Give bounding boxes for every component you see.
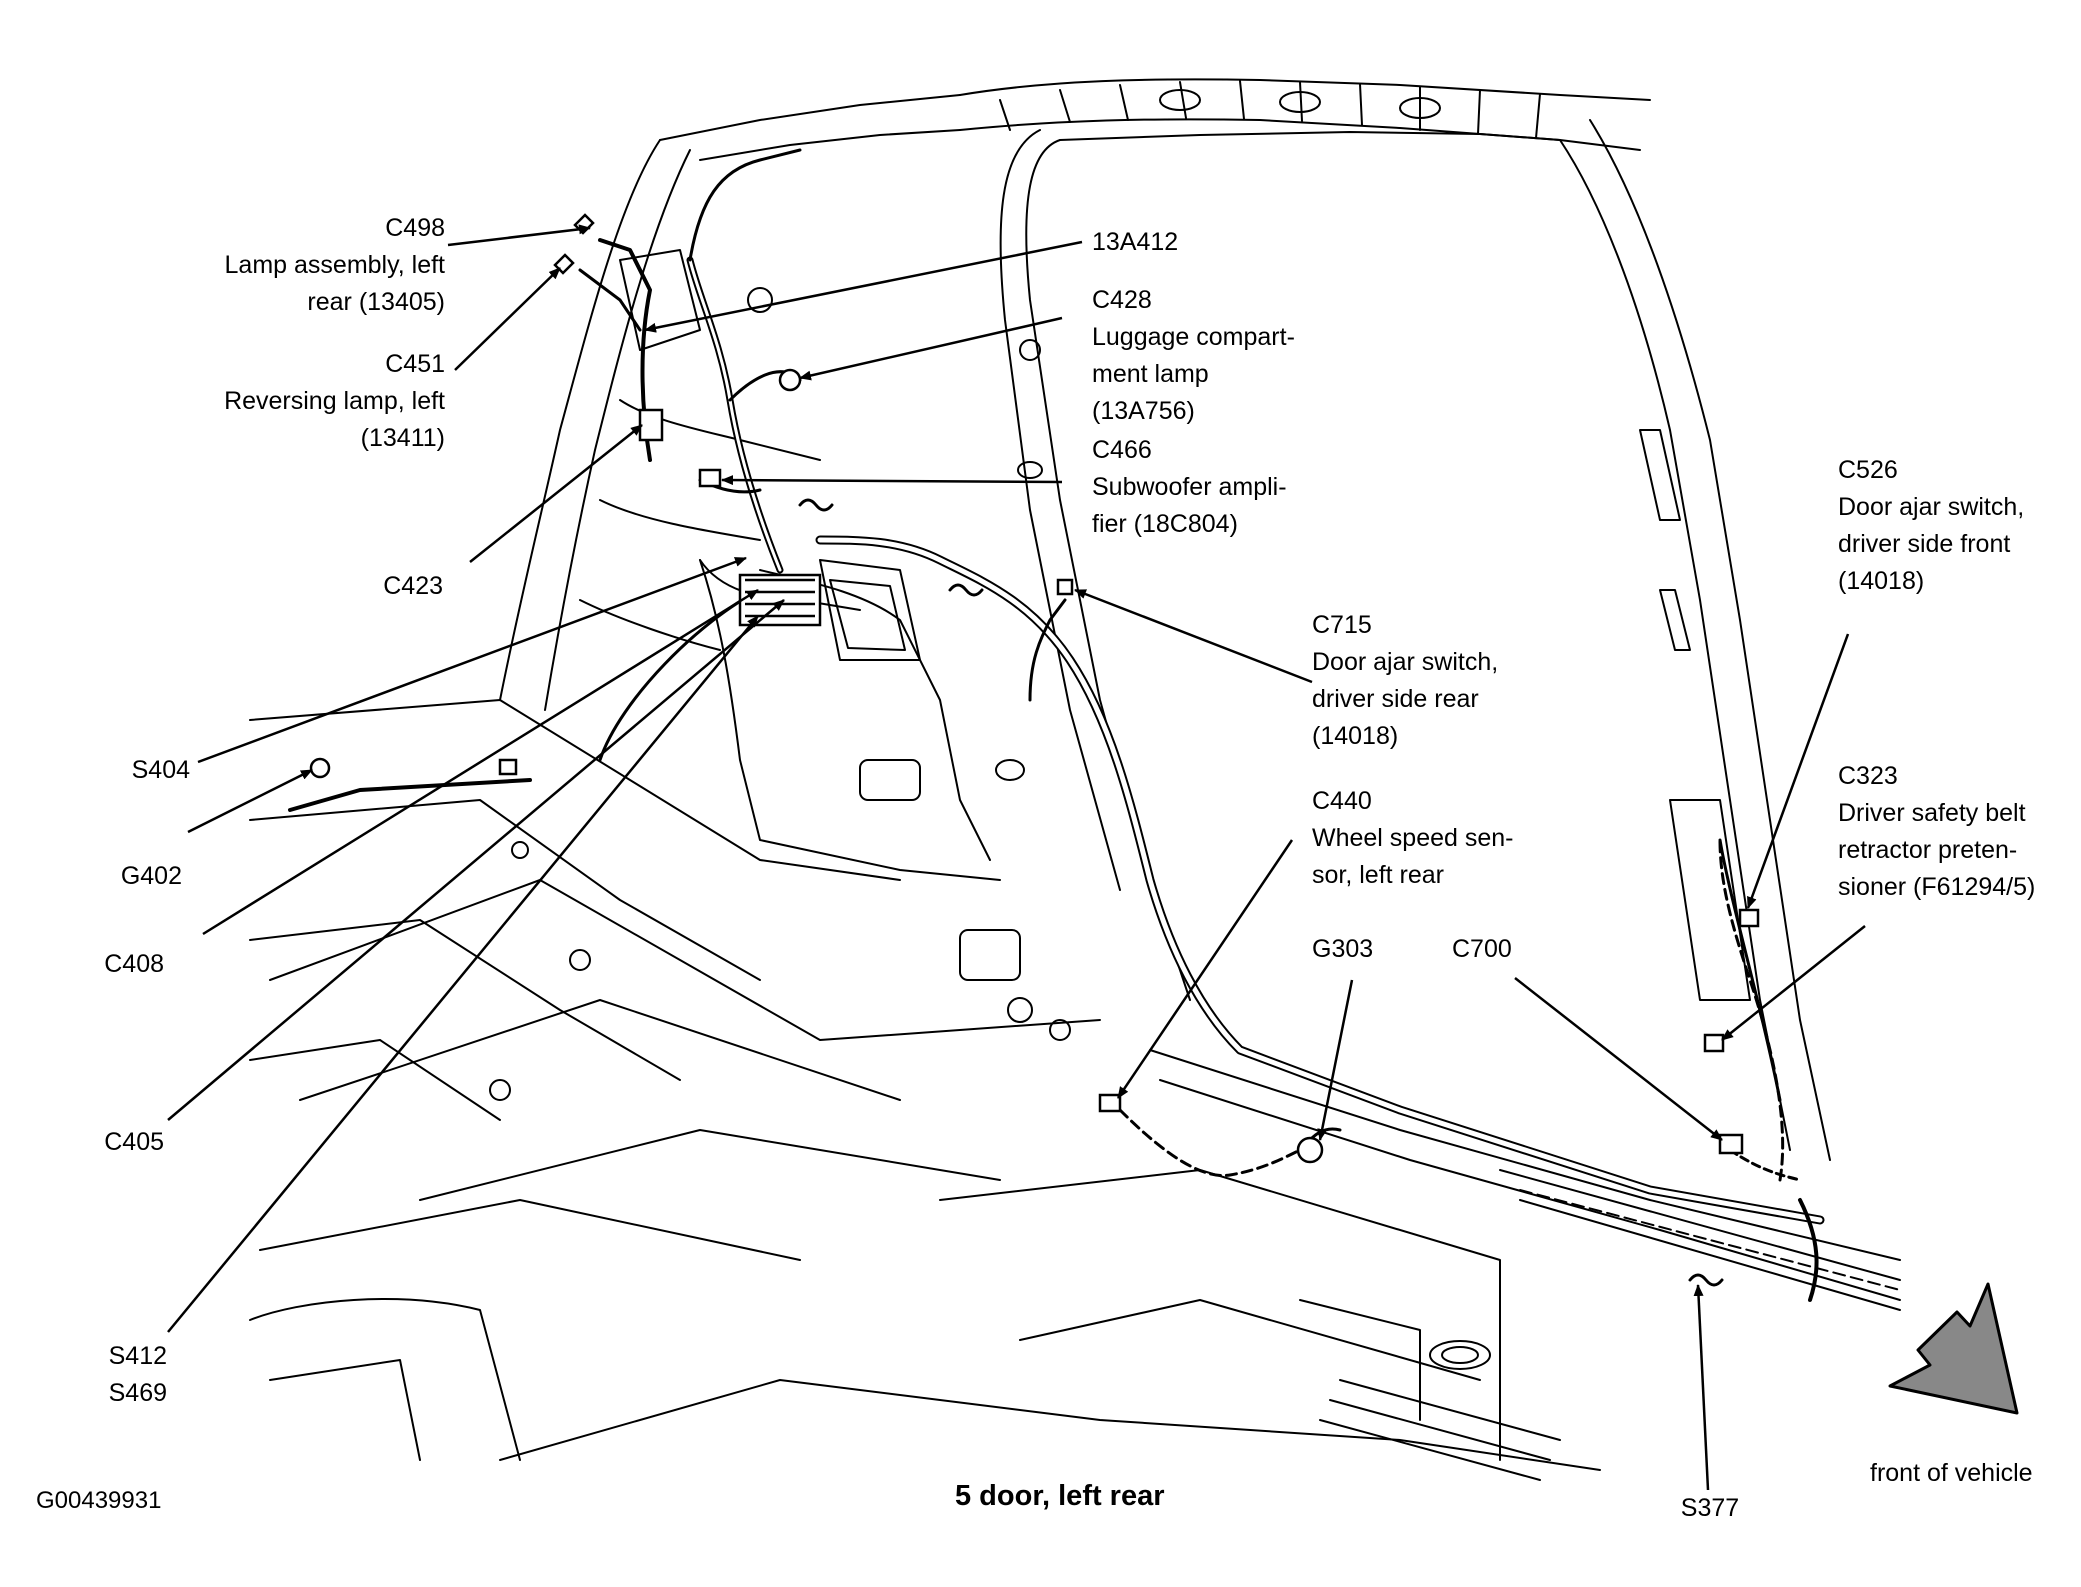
leader-g303 <box>1317 979 1354 1141</box>
label-13a412: 13A412 <box>1092 228 1179 256</box>
leader-c466 <box>721 475 1063 486</box>
leader-c423 <box>469 424 643 563</box>
label-c423: C423 <box>383 572 443 600</box>
leader-s404 <box>197 556 747 764</box>
leader-c408 <box>202 588 759 936</box>
label-c498: C498 Lamp assembly, left rear (13405) <box>224 214 445 316</box>
label-c440: C440 Wheel speed sen- sor, left rear <box>1312 787 1514 889</box>
label-c466: C466 Subwoofer ampli- fier (18C804) <box>1092 436 1287 538</box>
connector-c526 <box>1738 908 1760 928</box>
leader-c498 <box>447 224 591 247</box>
connector-c428 <box>778 368 802 392</box>
label-s412-s469: S412 S469 <box>108 1342 167 1407</box>
label-s377: S377 <box>1680 1494 1740 1522</box>
connector-c700 <box>1718 1133 1744 1155</box>
ground-g303 <box>1296 1136 1324 1164</box>
label-c408: C408 <box>104 950 164 978</box>
label-c700: C700 <box>1452 935 1512 963</box>
label-g303: G303 <box>1312 935 1374 963</box>
leader-13a412 <box>644 240 1083 333</box>
label-c428: C428 Luggage compart- ment lamp (13A756) <box>1092 286 1295 425</box>
connector-c440 <box>1098 1093 1122 1113</box>
connectors <box>309 213 1760 1164</box>
connector-c408 <box>498 758 518 776</box>
leader-c526 <box>1746 633 1850 909</box>
leader-c440 <box>1116 839 1294 1099</box>
label-c715: C715 Door ajar switch, driver side rear … <box>1312 611 1499 750</box>
label-s404: S404 <box>131 756 190 784</box>
leader-g402 <box>187 768 313 834</box>
front-arrow-icon <box>1888 1282 2019 1415</box>
leader-c428 <box>799 316 1063 381</box>
front-of-vehicle-label: front of vehicle <box>1870 1459 2033 1487</box>
figure-id: G00439931 <box>36 1487 162 1514</box>
leader-c405 <box>167 599 785 1121</box>
wiring-harness <box>288 148 1901 1302</box>
leader-lines <box>167 224 1866 1491</box>
vehicle-body <box>249 78 1901 1481</box>
label-c323: C323 Driver safety belt retractor preten… <box>1838 762 2036 901</box>
leader-c323 <box>1721 925 1866 1041</box>
figure-caption: 5 door, left rear <box>955 1480 1165 1512</box>
ground-g402 <box>309 757 331 779</box>
connector-block-c405 <box>738 573 822 627</box>
connector-c451 <box>638 408 664 442</box>
label-c526: C526 Door ajar switch, driver side front… <box>1838 456 2025 595</box>
leader-c700 <box>1514 977 1723 1141</box>
label-c405: C405 <box>104 1128 164 1156</box>
label-g402: G402 <box>120 862 182 890</box>
connector-c715 <box>1056 578 1074 596</box>
connector-c323 <box>1703 1033 1725 1053</box>
label-c451: C451 Reversing lamp, left (13411) <box>224 350 445 452</box>
leader-c451 <box>454 267 561 371</box>
connector-c466 <box>698 468 722 488</box>
leader-c715 <box>1074 588 1313 684</box>
leader-s412 <box>167 615 759 1333</box>
leader-s377 <box>1693 1284 1710 1491</box>
